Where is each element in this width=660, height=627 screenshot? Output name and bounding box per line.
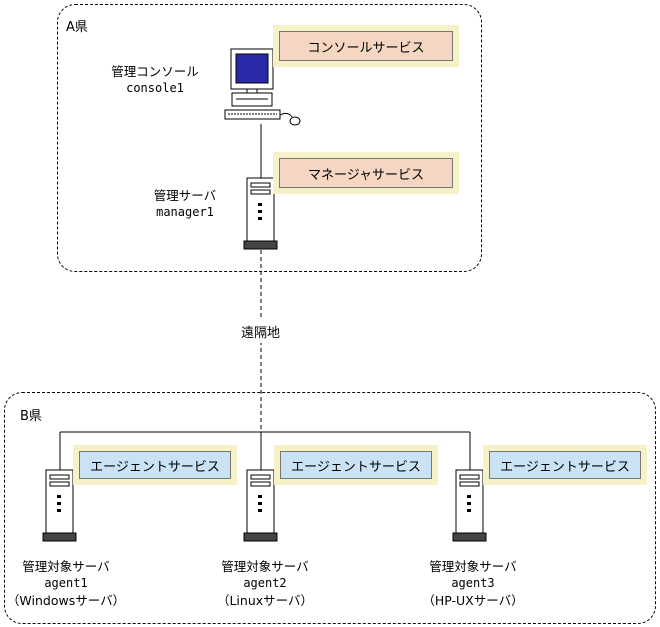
console-name: 管理コンソール [111, 64, 199, 79]
agent1-name: 管理対象サーバ [22, 559, 110, 574]
console-hostname: console1 [126, 81, 184, 95]
console-service-label: コンソールサービス [279, 31, 453, 61]
agent3-name: 管理対象サーバ [429, 559, 517, 574]
agent2-service-box: エージェントサービス [274, 445, 438, 485]
agent3-caption: 管理対象サーバ agent3 （HP-UXサーバ） [413, 558, 533, 609]
manager-service-label: マネージャサービス [279, 158, 453, 188]
agent3-hostname: agent3 [451, 576, 495, 590]
agent1-service-label: エージェントサービス [79, 451, 231, 479]
tower-server-icon [452, 469, 487, 542]
manager-name: 管理サーバ [153, 188, 217, 203]
region-a-boundary [57, 4, 482, 272]
agent2-os: （Linuxサーバ） [216, 593, 314, 608]
tower-server-icon [243, 177, 278, 250]
agent2-service-label: エージェントサービス [280, 451, 432, 479]
agent1-os: （Windowsサーバ） [6, 593, 126, 608]
region-a-label: A県 [66, 20, 88, 35]
tower-server-icon [42, 469, 77, 542]
region-b-label: B県 [20, 409, 42, 424]
agent2-name: 管理対象サーバ [221, 559, 309, 574]
agent3-service-label: エージェントサービス [489, 451, 641, 479]
manager-service-box: マネージャサービス [273, 152, 459, 194]
manager-hostname: manager1 [156, 205, 214, 219]
tower-server-icon [243, 469, 278, 542]
agent1-hostname: agent1 [44, 576, 88, 590]
agent3-os: （HP-UXサーバ） [422, 593, 524, 608]
agent2-hostname: agent2 [243, 576, 287, 590]
manager-caption: 管理サーバ manager1 [130, 187, 240, 221]
agent1-service-box: エージェントサービス [73, 445, 237, 485]
agent3-service-box: エージェントサービス [483, 445, 647, 485]
region-b-boundary [4, 392, 656, 624]
console-caption: 管理コンソール console1 [95, 63, 215, 97]
agent2-caption: 管理対象サーバ agent2 （Linuxサーバ） [205, 558, 325, 609]
remote-link-label: 遠隔地 [238, 320, 284, 343]
agent1-caption: 管理対象サーバ agent1 （Windowsサーバ） [6, 558, 126, 609]
console-service-box: コンソールサービス [273, 25, 459, 67]
desktop-computer-icon [224, 48, 301, 126]
